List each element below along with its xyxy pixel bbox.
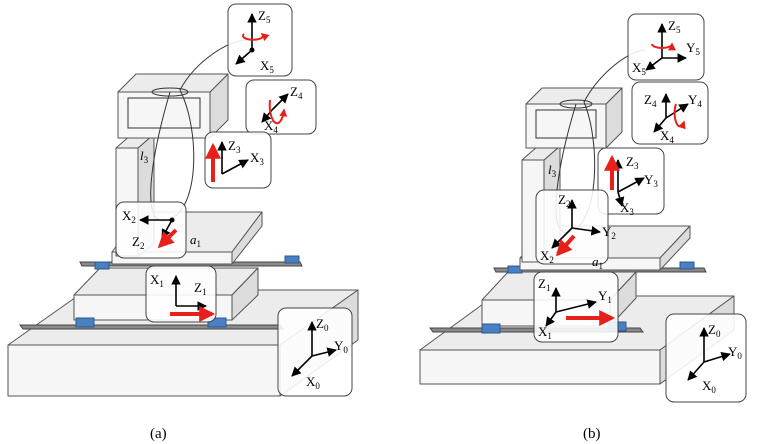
bearing-block — [94, 261, 110, 270]
frame-a2: X2 Z2 — [115, 201, 187, 259]
axis-label: Z3 — [228, 138, 241, 155]
caption-b: (b) — [583, 426, 601, 442]
carriage-side — [231, 267, 259, 321]
link-label: l3 — [140, 148, 149, 165]
link-label: l3 — [548, 162, 557, 179]
rotation-arrow-icon — [673, 103, 686, 130]
bearing-block — [75, 317, 95, 328]
axis-label: X4 — [264, 118, 278, 135]
bearing-block — [284, 255, 300, 264]
axis-label: X0 — [702, 378, 716, 395]
axis-label: X1 — [150, 272, 164, 289]
caption-a: (a) — [150, 426, 167, 442]
frame-b1: Z1 Y1 X1 — [533, 271, 619, 343]
axis-label: Z5 — [668, 18, 681, 35]
head-top — [525, 87, 623, 105]
rotation-arrow-icon — [268, 99, 288, 125]
frame-b5: Z5 X5 Y5 — [627, 13, 705, 81]
frame-a1: X1 Z1 — [145, 265, 217, 323]
bearing-block — [679, 261, 695, 270]
axis-label: X4 — [660, 128, 674, 145]
axis-label: Z1 — [538, 276, 550, 293]
axis-label: Z4 — [644, 92, 657, 109]
axis-label: X2 — [540, 248, 554, 265]
axis-label: Z4 — [290, 84, 303, 101]
axis-label: X2 — [122, 208, 136, 225]
axis-label: X3 — [250, 150, 264, 167]
spindle — [151, 87, 189, 97]
axis-label: Z3 — [626, 154, 639, 171]
axis-label: Z1 — [194, 280, 206, 297]
axis-label: X5 — [632, 60, 646, 77]
frame-b3: Z3 Y3 X3 — [597, 147, 665, 217]
axis-label: X3 — [620, 200, 634, 217]
base-front — [7, 344, 281, 397]
axis-label: Z2 — [132, 234, 144, 251]
axis-label: Y0 — [334, 338, 348, 355]
axis-label: Z0 — [316, 316, 329, 333]
base-front — [419, 349, 661, 385]
link-label: a1 — [190, 232, 201, 249]
head-slot — [535, 109, 597, 139]
rail — [19, 324, 284, 330]
panel-a-frames: Z5 X5 Z4 X4 Z3 X3 X2 Z — [115, 3, 353, 397]
axis-label: Y2 — [602, 224, 616, 241]
axis-label: X0 — [306, 374, 320, 391]
rotation-arrow-icon — [651, 42, 676, 51]
table-side — [231, 211, 263, 265]
link-label: a1 — [592, 254, 603, 271]
frame-b2: Z2 Y2 X2 — [535, 189, 616, 265]
head-slot — [127, 97, 201, 129]
table-side — [659, 225, 691, 271]
axis-label: Y0 — [728, 344, 742, 361]
rotation-arrow-icon — [242, 32, 270, 42]
frame-b0: Z0 Y0 X0 — [665, 313, 747, 403]
axis-label: Z0 — [708, 322, 721, 339]
translation-arrow-icon — [555, 234, 576, 257]
axis-label: Y3 — [644, 172, 658, 189]
frame-a0: Z0 Y0 X0 — [277, 307, 353, 397]
spindle — [559, 99, 593, 109]
frame-b4: Z4 Y4 X4 — [631, 81, 709, 145]
axis-label: X5 — [260, 58, 274, 75]
bearing-block — [481, 323, 501, 334]
cable — [150, 39, 247, 222]
axis-label: Z5 — [258, 8, 271, 25]
frame-a3: Z3 X3 — [204, 131, 272, 189]
axis-label: Z2 — [558, 192, 570, 209]
axis-label: Y4 — [688, 92, 702, 109]
axis-label: Y5 — [686, 40, 700, 57]
frame-a4: Z4 X4 — [245, 79, 317, 135]
axis-label: Y1 — [598, 288, 612, 305]
frame-a5: Z5 X5 — [227, 3, 293, 77]
translation-arrow-icon — [157, 228, 178, 249]
head-top — [117, 73, 229, 93]
panel-b-frames: Z5 X5 Y5 Z4 Y4 X4 Z3 Y3 X3 — [533, 13, 747, 403]
axis-label: X1 — [538, 324, 552, 341]
